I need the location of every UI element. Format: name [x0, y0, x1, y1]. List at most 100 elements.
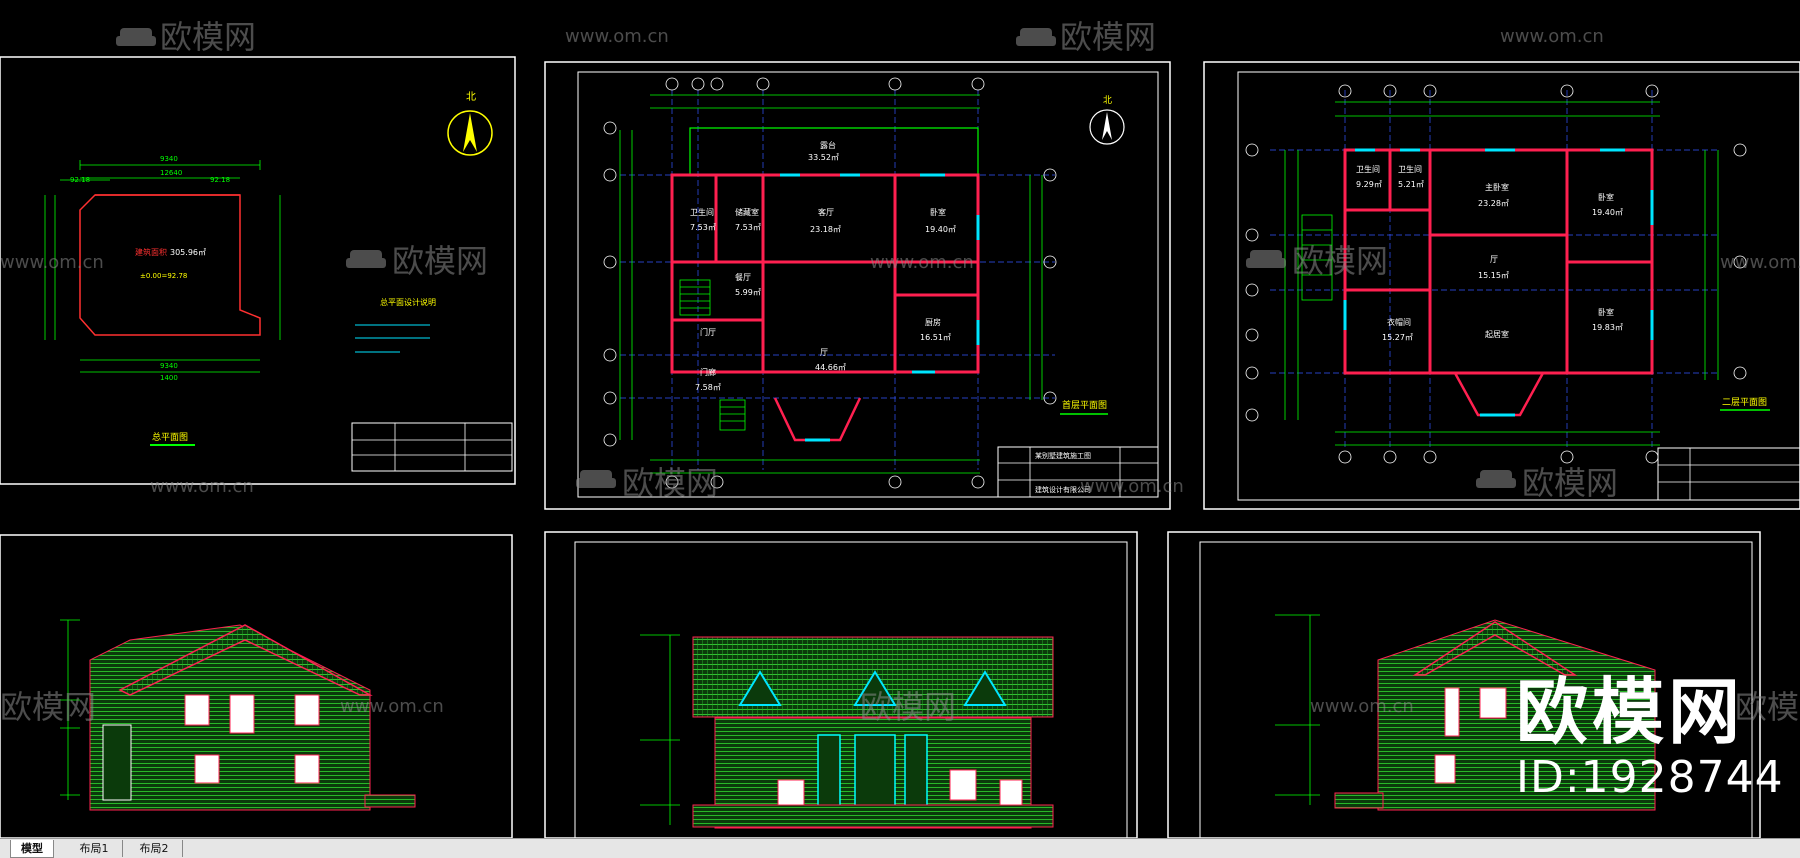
svg-text:23.28㎡: 23.28㎡ — [1478, 199, 1509, 208]
svg-text:某别墅建筑施工图: 某别墅建筑施工图 — [1035, 451, 1091, 460]
svg-text:露台: 露台 — [820, 140, 836, 150]
north-arrow-icon: 北 — [447, 91, 493, 156]
svg-text:1400: 1400 — [160, 374, 178, 382]
svg-text:33.52㎡: 33.52㎡ — [808, 153, 839, 162]
elev3-level-marks — [1275, 614, 1320, 805]
svg-text:www.om.cn: www.om.cn — [1310, 696, 1414, 717]
svg-text:欧模网: 欧模网 — [160, 18, 256, 56]
sheet-elevation-side[interactable] — [1167, 531, 1761, 838]
ff-windows — [780, 173, 980, 442]
elev2-windows — [817, 734, 928, 811]
elev2-dormers — [738, 670, 1007, 706]
svg-text:16.51㎡: 16.51㎡ — [920, 333, 951, 342]
svg-text:卧室: 卧室 — [930, 207, 946, 217]
svg-text:9340: 9340 — [160, 362, 178, 370]
svg-text:卧室: 卧室 — [1598, 192, 1614, 202]
svg-text:12640: 12640 — [160, 169, 182, 177]
svg-text:客厅: 客厅 — [818, 207, 834, 217]
watermark-overlay: 欧模网 www.om.cn 欧模网 www.om.cn www.om.cn 欧模… — [0, 18, 1800, 726]
site-building-outline — [79, 194, 261, 336]
elev1-windows — [102, 694, 320, 801]
svg-text:卫生间: 卫生间 — [1398, 164, 1422, 174]
svg-text:9.29㎡: 9.29㎡ — [1356, 180, 1382, 189]
svg-text:www.om.cn: www.om.cn — [1500, 26, 1604, 47]
svg-text:欧模网: 欧模网 — [0, 688, 96, 726]
svg-text:建筑设计有限公司: 建筑设计有限公司 — [1035, 485, 1091, 494]
svg-text:餐厅: 餐厅 — [735, 273, 751, 282]
elev2-level-marks — [640, 634, 680, 825]
ff-plan-title: 首层平面图 — [1062, 399, 1107, 411]
ff-axis-bubbles — [603, 77, 1057, 489]
svg-text:衣帽间: 衣帽间 — [1387, 317, 1411, 327]
elev3-roof — [1412, 621, 1578, 676]
svg-text:主卧室: 主卧室 — [1485, 182, 1509, 192]
tab-model[interactable]: 模型 — [10, 840, 54, 858]
svg-text:www.om.cn: www.om.cn — [1720, 252, 1800, 273]
svg-text:www.om.cn: www.om.cn — [150, 476, 254, 497]
svg-text:起居室: 起居室 — [1485, 329, 1509, 339]
elev3-windows — [1434, 687, 1507, 784]
sheet-elevation-front[interactable] — [544, 531, 1138, 838]
svg-text:卧室: 卧室 — [1598, 307, 1614, 317]
site-area-value: 305.96㎡ — [170, 248, 206, 257]
svg-text:欧模网: 欧模网 — [392, 242, 488, 280]
svg-text:23.18㎡: 23.18㎡ — [810, 225, 841, 234]
site-notes-lines — [355, 324, 430, 353]
svg-text:7.58㎡: 7.58㎡ — [695, 383, 721, 392]
site-area-label: 建筑面积 — [135, 247, 167, 257]
sf-title-block — [1657, 447, 1800, 501]
layout-tab-bar: 模型 布局1 布局2 — [0, 838, 1800, 858]
watermark-brand: 欧模网 — [1516, 670, 1745, 754]
svg-text:44.66㎡: 44.66㎡ — [815, 363, 846, 372]
svg-text:15.15㎡: 15.15㎡ — [1478, 271, 1509, 280]
site-dimensions — [44, 160, 281, 373]
sofa-logo-icon — [116, 28, 156, 46]
sf-axis-bubbles — [1245, 84, 1747, 464]
sofa-logo-icon — [1246, 250, 1286, 268]
svg-text:欧模网: 欧模网 — [1735, 688, 1800, 726]
svg-text:7.53㎡: 7.53㎡ — [735, 223, 761, 232]
svg-text:5.21㎡: 5.21㎡ — [1398, 180, 1424, 189]
ff-terrace — [689, 127, 979, 176]
watermark-id: ID:1928744 — [1516, 752, 1784, 803]
elev2-doors — [777, 769, 1023, 821]
svg-text:门厅: 门厅 — [700, 327, 716, 337]
sheet-elevation-1[interactable] — [0, 534, 513, 838]
tab-layout-2[interactable]: 布局2 — [126, 840, 183, 857]
svg-text:门廊: 门廊 — [700, 367, 716, 377]
svg-text:欧模网: 欧模网 — [622, 464, 718, 502]
svg-text:www.om.cn: www.om.cn — [340, 696, 444, 717]
svg-text:厨房: 厨房 — [925, 317, 941, 327]
sf-dimensions — [1284, 101, 1719, 446]
svg-text:储藏室: 储藏室 — [735, 207, 759, 217]
site-notes-title: 总平面设计说明 — [380, 297, 436, 307]
svg-text:www.om.cn: www.om.cn — [0, 252, 104, 273]
ff-stairs — [679, 279, 746, 431]
sofa-logo-icon — [576, 470, 616, 488]
svg-text:www.om.cn: www.om.cn — [565, 26, 669, 47]
svg-text:厅: 厅 — [820, 348, 828, 357]
svg-text:19.40㎡: 19.40㎡ — [925, 225, 956, 234]
elev1-level-marks — [60, 619, 80, 800]
svg-text:www.om.cn: www.om.cn — [870, 252, 974, 273]
site-elevation: ±0.00=92.78 — [140, 272, 187, 280]
svg-text:欧模网: 欧模网 — [860, 688, 956, 726]
svg-text:www.om.cn: www.om.cn — [1080, 476, 1184, 497]
sf-windows — [1343, 148, 1654, 417]
svg-text:5.99㎡: 5.99㎡ — [735, 288, 761, 297]
sofa-logo-icon — [1476, 470, 1516, 488]
elev1-roof — [118, 624, 373, 696]
svg-text:北: 北 — [1103, 95, 1112, 106]
svg-text:卫生间: 卫生间 — [1356, 164, 1380, 174]
tab-layout-1[interactable]: 布局1 — [66, 840, 123, 857]
svg-text:7.53㎡: 7.53㎡ — [690, 223, 716, 232]
svg-text:92.18: 92.18 — [210, 176, 230, 184]
site-title-block — [351, 422, 513, 472]
